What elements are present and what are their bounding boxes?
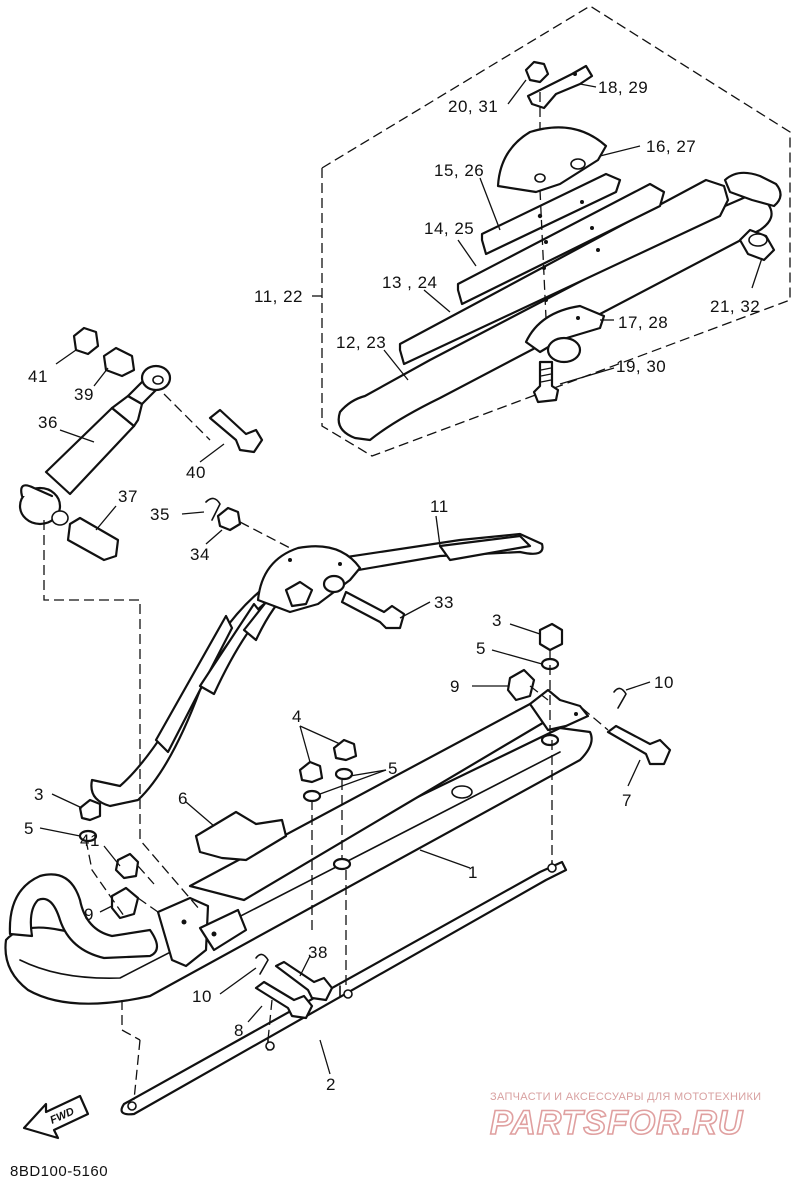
callout-41-lower: 41 [80,831,100,850]
bolt-33 [340,590,406,630]
callout-11-22: 11, 22 [254,287,303,306]
callout-7: 7 [622,791,632,810]
bolt-38 [274,960,334,1002]
callout-36: 36 [38,413,58,432]
watermark: ЗАПЧАСТИ И АКСЕССУАРЫ ДЛЯ МОТОТЕХНИКИ PA… [489,1091,761,1143]
watermark-caption: ЗАПЧАСТИ И АКСЕССУАРЫ ДЛЯ МОТОТЕХНИКИ [490,1091,761,1103]
callout-9-right: 9 [450,677,460,696]
leaf-14 [456,182,666,306]
leaf-15 [480,172,622,256]
callout-13-24: 13 , 24 [382,273,438,292]
spring-detail-enclosure [321,5,791,457]
leaf-spring-assembled [90,532,544,808]
callout-5-left: 5 [24,819,34,838]
callout-38: 38 [308,943,328,962]
callout-37: 37 [118,487,138,506]
bracket-6 [194,810,288,862]
nut-3-right [538,622,564,652]
pin-35 [205,497,221,521]
callout-20-31: 20, 31 [448,97,498,116]
callout-39: 39 [74,385,94,404]
callout-19-30: 19, 30 [616,357,666,376]
callout-6: 6 [178,789,188,808]
nut-4a [298,760,324,784]
clip-18 [526,64,594,110]
callout-41-top: 41 [28,367,48,386]
leaf-eye-front [723,171,782,208]
collar-9-right [506,668,536,702]
watermark-brand: PARTSFOR.RU [490,1104,744,1142]
callout-3-right: 3 [492,611,502,630]
bolt-40 [208,408,264,454]
callout-3-left: 3 [34,785,44,804]
bushing-39 [102,346,136,378]
diagram-code: 8BD100-5160 [10,1163,108,1180]
leaf-spring-exploded [337,60,782,442]
callout-15-26: 15, 26 [434,161,484,180]
callout-1: 1 [468,863,478,882]
shock-body-36 [44,406,136,496]
collar-9-left [110,886,140,920]
shock-absorber-assembly [18,326,264,562]
callout-21-32: 21, 32 [710,297,760,316]
bushing-37 [66,516,120,562]
leaf-13 [398,178,730,366]
bottom-plate-17 [524,304,606,354]
pin-10-left [255,953,269,975]
callout-18-29: 18, 29 [598,78,648,97]
callout-16-27: 16, 27 [646,137,696,156]
nut-3-left [78,798,102,822]
bolt-7 [606,724,672,766]
collar-41-lower [114,852,140,880]
top-saddle-16 [496,126,608,194]
nut-20 [524,60,550,84]
callout-2: 2 [326,1075,336,1094]
callout-9-left: 9 [84,905,94,924]
callout-14-25: 14, 25 [424,219,474,238]
callout-12-23: 12, 23 [336,333,386,352]
callout-5-right: 5 [476,639,486,658]
callout-17-28: 17, 28 [618,313,668,332]
nut-4b [332,738,358,762]
callout-10-left: 10 [192,987,212,1006]
callout-5-middle: 5 [388,759,398,778]
nut-34 [216,506,242,532]
collar-41 [72,326,100,356]
callout-labels: 18, 29 20, 31 16, 27 15, 26 14, 25 13 , … [24,78,760,1094]
callout-35: 35 [150,505,170,524]
callout-10-right: 10 [654,673,674,692]
ski-body [4,393,672,1116]
fwd-arrow-icon: FWD [22,1094,90,1140]
pin-10-right [613,687,627,709]
bolt-19 [532,360,560,404]
callout-11: 11 [430,497,449,516]
callout-33: 33 [434,593,454,612]
callout-40: 40 [186,463,206,482]
bolt-8 [254,980,314,1020]
callout-4: 4 [292,707,302,726]
leader-lines [39,79,763,1075]
callout-8: 8 [234,1021,244,1040]
callout-34: 34 [190,545,210,564]
